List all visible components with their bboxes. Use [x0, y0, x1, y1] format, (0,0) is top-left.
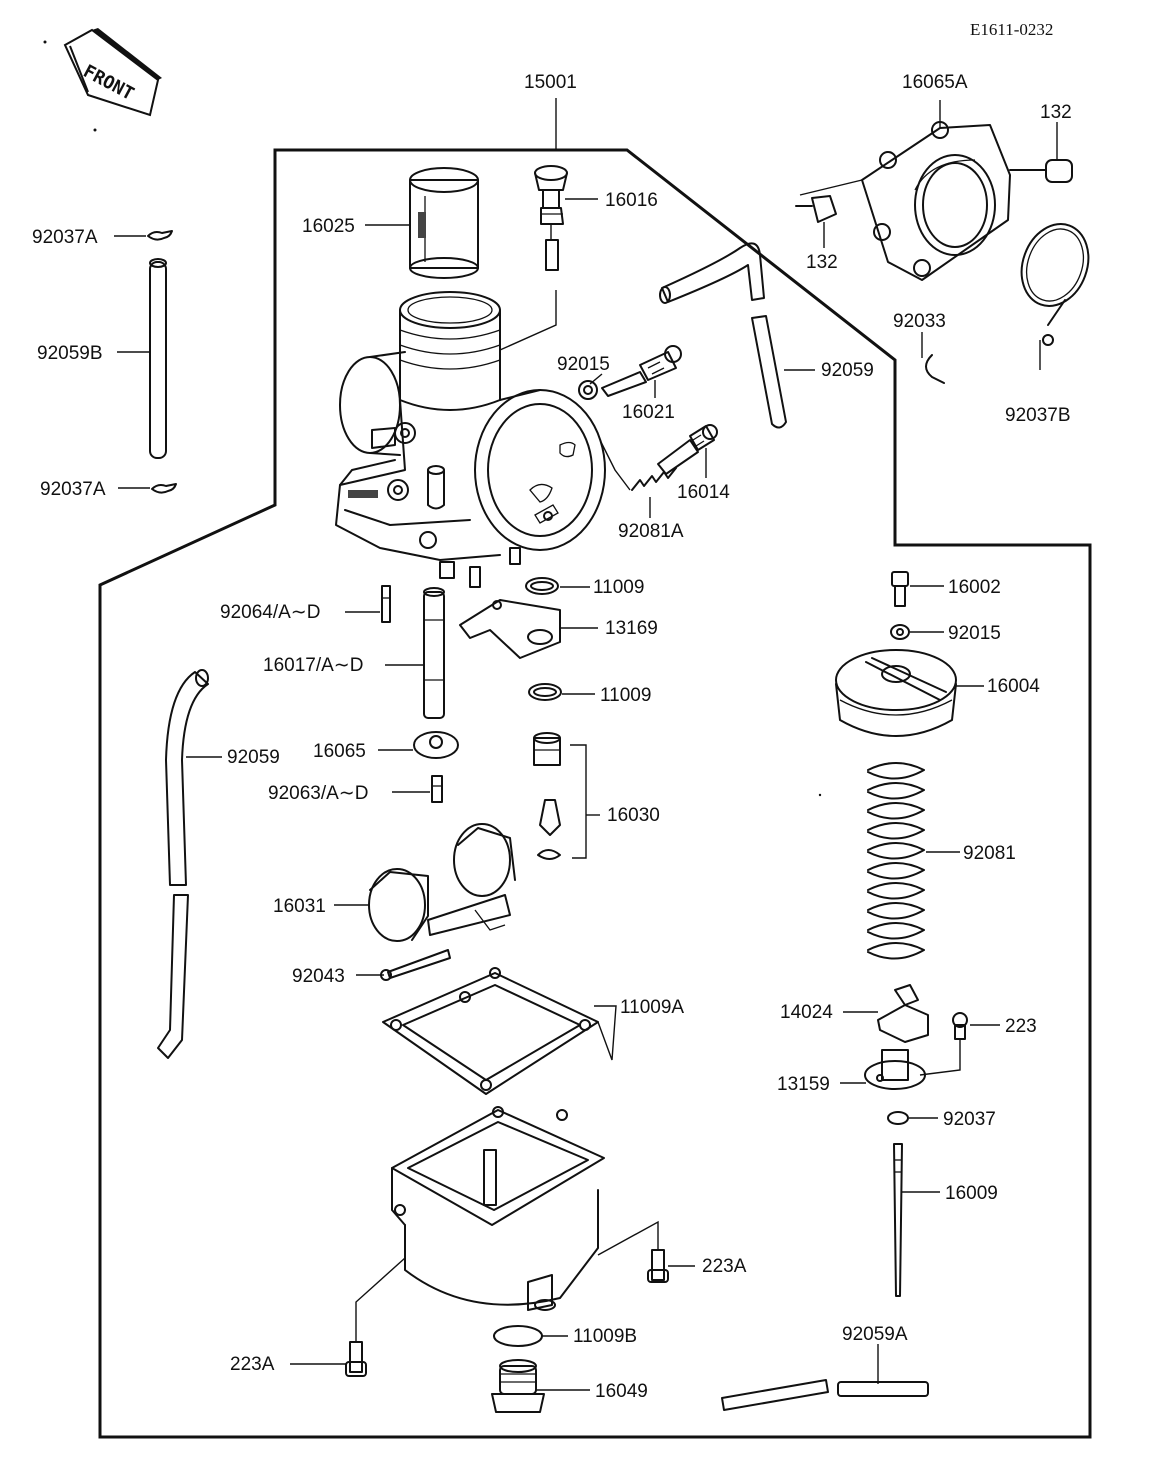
- float-bowl-gasket-11009A: [382, 967, 599, 1095]
- label-92063: 92063/A∼D: [268, 783, 368, 804]
- o-ring-11009-b: [528, 683, 562, 701]
- float-16031: [368, 823, 516, 942]
- needle-jet-16017: [423, 587, 445, 719]
- float-bowl: [391, 1106, 605, 1311]
- label-16065A: 16065A: [902, 72, 968, 93]
- float-pin-92043: [380, 949, 451, 981]
- jet-needle-16009: [893, 1143, 903, 1297]
- leader-lines: [114, 100, 1058, 1391]
- label-132-bottom: 132: [806, 252, 838, 273]
- label-132-top: 132: [1040, 102, 1072, 123]
- label-16014: 16014: [677, 482, 730, 503]
- label-16016: 16016: [605, 190, 658, 211]
- nut-92015-b: [890, 624, 910, 640]
- throttle-valve-16025: [409, 167, 479, 279]
- assembly-frame: [98, 148, 1092, 1439]
- label-16031: 16031: [273, 896, 326, 917]
- label-11009-b: 11009: [600, 685, 651, 706]
- drain-plug-o-ring-11009B: [493, 1325, 543, 1347]
- tube-92059B: [149, 258, 167, 459]
- label-16017: 16017/A∼D: [263, 655, 363, 676]
- label-13169: 13169: [605, 618, 658, 639]
- label-92059B: 92059B: [37, 343, 103, 364]
- label-223: 223: [1005, 1016, 1037, 1037]
- cable-adjuster-16002: [891, 571, 909, 607]
- label-92037B: 92037B: [1005, 405, 1071, 426]
- label-92037A-bottom: 92037A: [40, 479, 106, 500]
- throttle-spring-92081: [867, 762, 925, 960]
- label-13159: 13159: [777, 1074, 830, 1095]
- pilot-jet-92064: [381, 585, 391, 623]
- gasket-13169: [459, 599, 561, 659]
- label-16030: 16030: [607, 805, 660, 826]
- label-92081A: 92081A: [618, 521, 684, 542]
- mixing-chamber-cap-16004: [835, 649, 957, 737]
- screw-223: [919, 1012, 968, 1076]
- label-16025: 16025: [302, 216, 355, 237]
- label-11009A: 11009A: [620, 997, 684, 1018]
- front-direction-arrow: FRONT: [43, 28, 162, 132]
- label-92037: 92037: [943, 1109, 996, 1130]
- washer-92015-a: [578, 380, 598, 400]
- label-92015-a: 92015: [557, 354, 610, 375]
- label-11009B: 11009B: [573, 1326, 637, 1347]
- label-223A-left: 223A: [230, 1354, 275, 1375]
- float-valve-seat-16030: [533, 732, 587, 860]
- clip-92037: [887, 1111, 909, 1125]
- clip-92033: [925, 354, 945, 384]
- pilot-air-screw-16021: [601, 345, 682, 398]
- screw-223A-right: [597, 1220, 669, 1283]
- idle-screw-16014: [657, 424, 718, 475]
- main-jet-16065: [413, 731, 459, 759]
- o-ring-11009-a: [525, 577, 559, 595]
- label-92059-left: 92059: [227, 747, 280, 768]
- label-92059-top: 92059: [821, 360, 874, 381]
- front-label: FRONT: [80, 61, 138, 105]
- bolt-132-top: [1009, 159, 1073, 183]
- label-16002: 16002: [948, 577, 1001, 598]
- hose-92059A: [721, 1379, 929, 1411]
- label-92033: 92033: [893, 311, 946, 332]
- label-92081: 92081: [963, 843, 1016, 864]
- label-16065: 16065: [313, 741, 366, 762]
- part-labels: 16065A 132 92037A 16025 16016 132 92033 …: [32, 72, 1072, 1402]
- carburetor-body-15001: [335, 291, 606, 588]
- label-92015-b: 92015: [948, 623, 1001, 644]
- clamp-92037B: [1020, 223, 1090, 370]
- label-15001: 15001: [524, 72, 577, 93]
- bolt-132-bottom: [795, 179, 863, 223]
- label-14024: 14024: [780, 1002, 833, 1023]
- label-92037A-top: 92037A: [32, 227, 98, 248]
- label-16009: 16009: [945, 1183, 998, 1204]
- label-92043: 92043: [292, 966, 345, 987]
- label-11009-a: 11009: [593, 577, 644, 598]
- label-223A-right: 223A: [702, 1256, 747, 1277]
- carburetor-holder-16065A: [861, 121, 1011, 281]
- throttle-stop-screw-16016: [534, 165, 568, 271]
- diagram-code: E1611-0232: [970, 20, 1053, 39]
- vent-hose-92059-top: [659, 242, 787, 429]
- throttle-valve-holder-13159: [864, 1049, 926, 1090]
- clip-92037A-bottom: [151, 483, 177, 494]
- screw-223A-left: [345, 1257, 406, 1377]
- starter-jet-92063: [431, 775, 443, 803]
- label-16049: 16049: [595, 1381, 648, 1402]
- needle-plate-14024: [877, 984, 929, 1043]
- label-92064: 92064/A∼D: [220, 602, 320, 623]
- drain-plug-16049: [491, 1359, 545, 1413]
- vent-hose-92059-left: [157, 669, 209, 1059]
- label-16004: 16004: [987, 676, 1040, 697]
- clip-92037A-top: [147, 230, 173, 241]
- label-16021: 16021: [622, 402, 675, 423]
- spring-92081A: [631, 467, 677, 491]
- label-92059A: 92059A: [842, 1324, 908, 1345]
